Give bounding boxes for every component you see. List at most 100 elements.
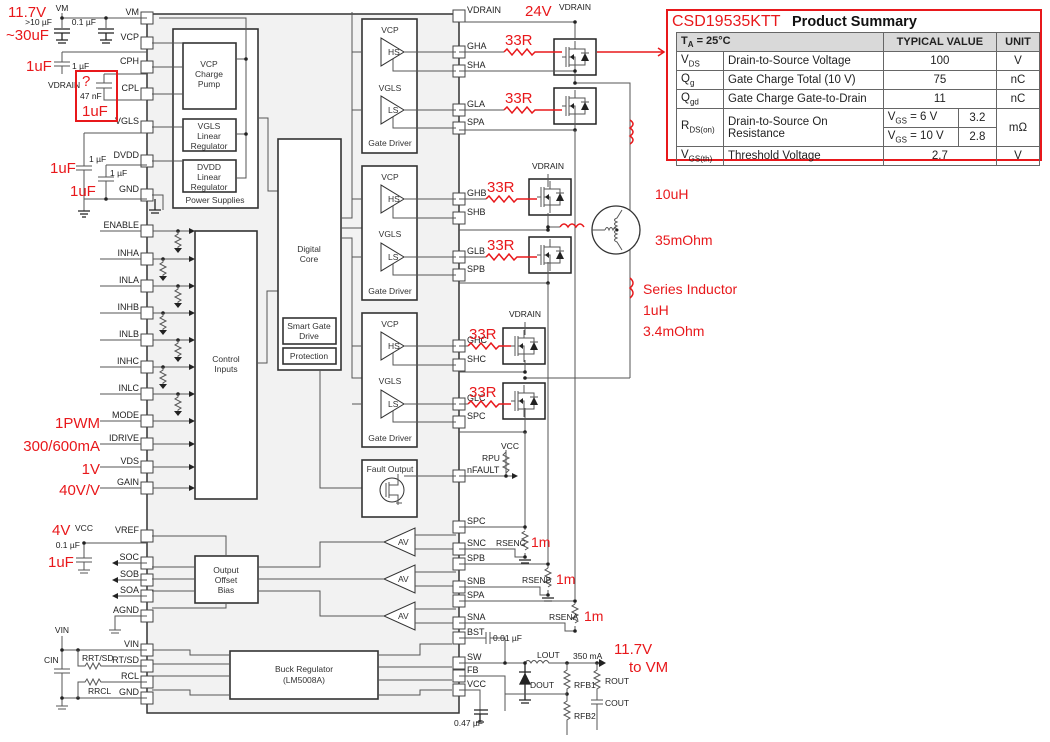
ls-amp-a: LS bbox=[388, 105, 399, 115]
pin-label: SPA bbox=[467, 117, 484, 127]
mosfet-icon bbox=[528, 236, 572, 274]
param-unit: mΩ bbox=[996, 108, 1040, 147]
pin-pad bbox=[140, 333, 154, 347]
product-summary-panel: CSD19535KTT Product Summary TA = 25°C TY… bbox=[666, 9, 1042, 166]
gate-resistor bbox=[467, 399, 511, 409]
annotation-dvdd-cap: 1uF bbox=[70, 183, 96, 200]
pin-label: INLA bbox=[119, 275, 139, 285]
pulldown-resistor bbox=[173, 286, 183, 303]
ground-icon bbox=[159, 384, 167, 389]
pin-label: DVDD bbox=[113, 150, 139, 160]
pin-pad bbox=[140, 481, 154, 495]
amp-b-label: AV bbox=[398, 574, 409, 584]
param-unit: V bbox=[996, 51, 1040, 71]
rsenb-label: RSENB bbox=[522, 575, 552, 585]
table-row: VGS = 10 V 2.8 bbox=[677, 127, 1040, 147]
part-number: CSD19535KTT bbox=[672, 13, 781, 30]
gate-driver-b: Gate Driver VCP HS VGLS LS bbox=[361, 165, 418, 301]
arrow-icon bbox=[189, 391, 195, 397]
annotation-series-inductance: 1uH bbox=[643, 302, 669, 318]
pin-pad bbox=[140, 60, 154, 74]
pin-label: SNB bbox=[467, 576, 486, 586]
product-summary-table: TA = 25°C TYPICAL VALUE UNIT VDS Drain-t… bbox=[676, 32, 1040, 166]
pin-pad bbox=[140, 387, 154, 401]
pin-label: CPH bbox=[120, 56, 139, 66]
pin-label: SHC bbox=[467, 354, 487, 364]
cvcc-label: 0.47 µF bbox=[454, 718, 483, 728]
mosfet-icon bbox=[502, 382, 546, 420]
annotation-vcp-cap: 1uF bbox=[26, 58, 52, 75]
offset-label-1: Output bbox=[213, 565, 239, 575]
param-value: 3.2 bbox=[957, 108, 998, 128]
pin-label: INLB bbox=[119, 329, 139, 339]
pin-pad bbox=[140, 360, 154, 374]
vdrain-c-label: VDRAIN bbox=[509, 309, 541, 319]
digital-core-label-1: Digital bbox=[297, 244, 321, 254]
pin-label: RT/SD bbox=[112, 655, 139, 665]
phase-wiring bbox=[459, 20, 631, 599]
motor bbox=[591, 83, 641, 378]
rrtsd-label: RRT/SD bbox=[82, 653, 114, 663]
amp-a-label: AV bbox=[398, 611, 409, 621]
pin-label: SNC bbox=[467, 538, 487, 548]
annotation-flying-cap: 1uF bbox=[82, 103, 108, 120]
arrow-icon bbox=[189, 228, 195, 234]
pin-label: INHB bbox=[117, 302, 139, 312]
rfb2-label: RFB2 bbox=[574, 711, 596, 721]
sense-resistors: RSENC RSENB RSENA bbox=[459, 525, 580, 633]
rsenc-label: RSENC bbox=[496, 538, 526, 548]
hs-amp-a: HS bbox=[388, 47, 400, 57]
dvdd-regulator-block bbox=[182, 159, 237, 193]
pin-label: GLC bbox=[467, 393, 486, 403]
hs-amp-b: HS bbox=[388, 194, 400, 204]
gate-resistor-label: 33R bbox=[487, 237, 515, 254]
pin-label: nFAULT bbox=[467, 465, 500, 475]
annotation-rsenb: 1m bbox=[556, 571, 575, 587]
iout-label: 350 mA bbox=[573, 651, 603, 661]
cbst-label: 0.01 µF bbox=[493, 633, 522, 643]
pulldown-resistor bbox=[173, 231, 183, 248]
smart-gate-label-2: Drive bbox=[299, 331, 319, 341]
cap-vgls-label: 1 µF bbox=[89, 154, 106, 164]
arrow-icon bbox=[189, 364, 195, 370]
param-unit: nC bbox=[996, 89, 1040, 109]
pin-label: SPC bbox=[467, 411, 486, 421]
smart-gate-drive-block bbox=[282, 317, 337, 345]
control-inputs-label-2: Inputs bbox=[214, 364, 237, 374]
param-value: 2.8 bbox=[957, 127, 998, 147]
gate-driver-a-label: Gate Driver bbox=[368, 138, 412, 148]
pin-label: SPB bbox=[467, 553, 485, 563]
param-condition: VGS = 10 V bbox=[882, 127, 959, 147]
arrow-icon bbox=[189, 418, 195, 424]
pin-label: VCP bbox=[120, 32, 139, 42]
cap-vm-bypass-label: 0.1 µF bbox=[72, 17, 96, 27]
offset-label-2: Offset bbox=[215, 575, 238, 585]
vin-label: VIN bbox=[55, 625, 69, 635]
param-condition: VGS = 6 V bbox=[882, 108, 959, 128]
cap-dvdd-label: 1 µF bbox=[110, 168, 127, 178]
arrow-icon bbox=[189, 310, 195, 316]
table-row: Qg Gate Charge Total (10 V) 75 nC bbox=[676, 70, 1040, 90]
gate-driver-a-vgls: VGLS bbox=[379, 83, 402, 93]
annotation-vgls-cap: 1uF bbox=[50, 160, 76, 177]
annotation-buck-output-voltage: 11.7V bbox=[614, 641, 652, 658]
vcp-pump-label-3: Pump bbox=[198, 79, 220, 89]
mosfet-icon bbox=[528, 178, 572, 216]
vref-network: VCC 0.1 µF bbox=[56, 523, 147, 634]
annotation-vref-cap: 1uF bbox=[48, 554, 74, 571]
pin-label: SPA bbox=[467, 590, 484, 600]
hs-amp-c: HS bbox=[388, 341, 400, 351]
param-name: Gate Charge Gate-to-Drain bbox=[723, 89, 884, 109]
power-supplies-label: Power Supplies bbox=[185, 195, 244, 205]
nfault-pullup: VCC RPU bbox=[459, 441, 519, 479]
vcp-pump-label-2: Charge bbox=[195, 69, 223, 79]
pin-pad bbox=[140, 437, 154, 451]
gate-resistor bbox=[485, 194, 537, 204]
pulldown-resistor bbox=[158, 367, 168, 384]
protection-block bbox=[282, 347, 337, 365]
pin-label: VIN bbox=[124, 639, 139, 649]
param-value: 75 bbox=[882, 70, 998, 90]
buck-output-network: 0.01 µF DOUT LOUT 350 mA 0.47 µF RFB1 RF… bbox=[454, 632, 629, 735]
